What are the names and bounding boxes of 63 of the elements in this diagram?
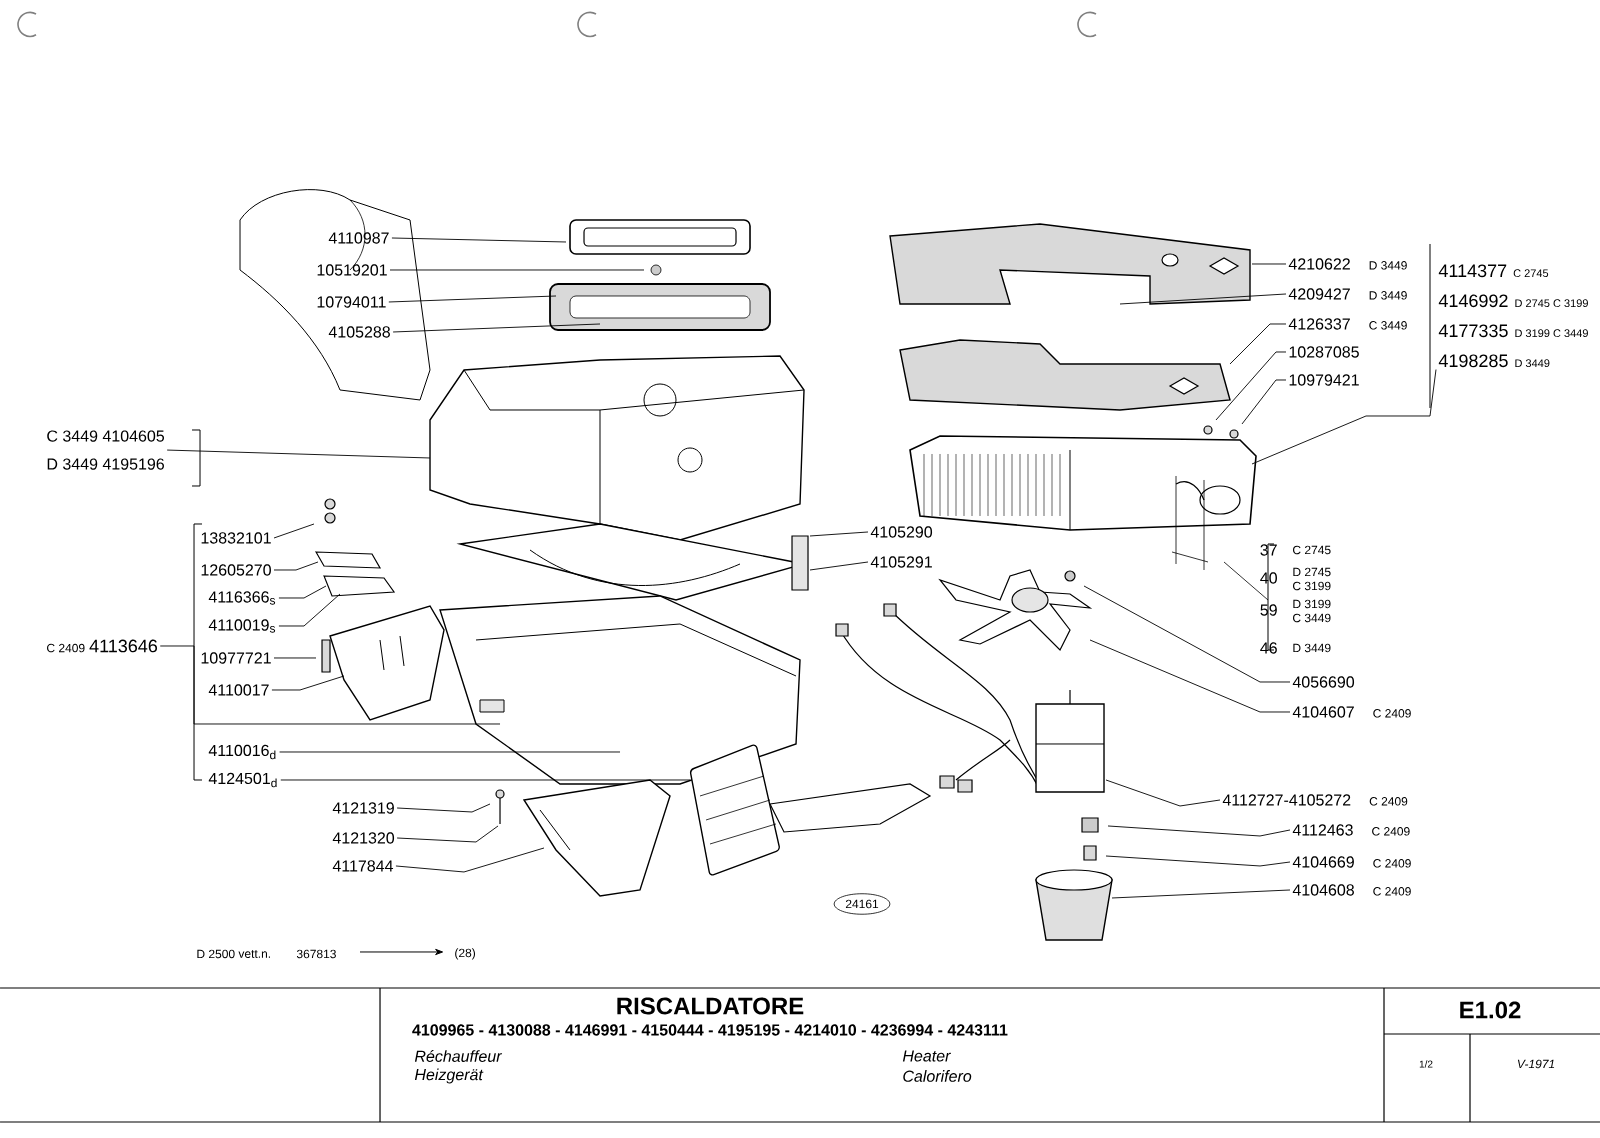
language-label: Calorifero	[903, 1070, 972, 1082]
part-number: 4124501$_{d}$	[208, 772, 277, 788]
part-number: 4116366$_{s}$	[208, 591, 276, 605]
leader-line	[166, 449, 431, 459]
part-number: 4121320	[332, 832, 395, 844]
leader-line	[1251, 369, 1437, 465]
leader-line	[1111, 889, 1291, 899]
leader-line	[809, 561, 869, 571]
part-number: 4117844	[332, 860, 394, 872]
leader-line	[1107, 825, 1291, 837]
leader-line	[1215, 351, 1287, 421]
dimension-value: 46	[1260, 642, 1277, 654]
part-number: 4110987	[328, 232, 389, 244]
leader-line	[279, 751, 621, 753]
part-number: 4110017	[208, 684, 269, 696]
part-number: 10979421	[1289, 374, 1359, 386]
language-label: Réchauffeur	[414, 1050, 503, 1062]
leader-line	[396, 825, 499, 843]
part-number: 4105288	[328, 326, 390, 338]
leader-line	[1089, 639, 1291, 713]
dimension-value: 37	[1260, 544, 1277, 556]
part-number: 12605270	[201, 564, 271, 576]
leader-line	[273, 523, 315, 539]
part-number: 13832101	[201, 532, 271, 544]
dimension-value: 40	[1260, 572, 1277, 584]
leader-line	[1251, 263, 1287, 265]
model-numbers: 4109965 - 4130088 - 4146991 - 4150444 - 4195195 - 4214010 - 4236994 - 4243111	[412, 1024, 1008, 1036]
leader-line	[388, 295, 557, 303]
part-number: 4056690	[1292, 676, 1355, 688]
leader-line	[395, 847, 545, 873]
leader-line	[1105, 779, 1221, 807]
part-number: C 3449 4104605 D 3449 4195196	[47, 430, 165, 470]
part-number: 10287085	[1289, 346, 1359, 358]
part-number: 4121319	[332, 802, 394, 814]
leader-line	[396, 803, 491, 813]
leader-line	[278, 593, 341, 627]
page-code: E1.02	[1460, 1001, 1521, 1019]
part-number: 10519201	[317, 264, 387, 276]
leader-line	[389, 269, 645, 271]
part-number: 10977721	[201, 652, 271, 664]
part-number: 10794011	[317, 296, 386, 308]
language-label: Heizgerät	[414, 1068, 484, 1084]
leader-line	[271, 675, 345, 691]
leader-line	[1241, 379, 1287, 425]
part-number: 4105290	[870, 526, 933, 538]
leader-line	[1229, 323, 1287, 365]
leader-line	[1105, 855, 1291, 867]
leader-line	[273, 561, 319, 571]
leader-line	[809, 531, 869, 537]
leader-line	[280, 779, 691, 781]
leader-line	[1119, 293, 1287, 305]
title: RISCALDATORE	[617, 997, 804, 1015]
language-label: Heater	[902, 1050, 951, 1062]
leader-line	[391, 237, 567, 243]
leader-line	[1083, 585, 1291, 683]
part-number: 4110019$_{s}$	[208, 619, 276, 633]
leader-line	[392, 323, 601, 333]
part-number: 4110016$_{d}$	[208, 744, 276, 760]
part-number: 4105291	[870, 556, 932, 568]
leader-line	[159, 645, 501, 725]
leader-line	[273, 657, 317, 659]
leader-line	[278, 585, 327, 599]
dimension-value: 59	[1260, 604, 1277, 616]
